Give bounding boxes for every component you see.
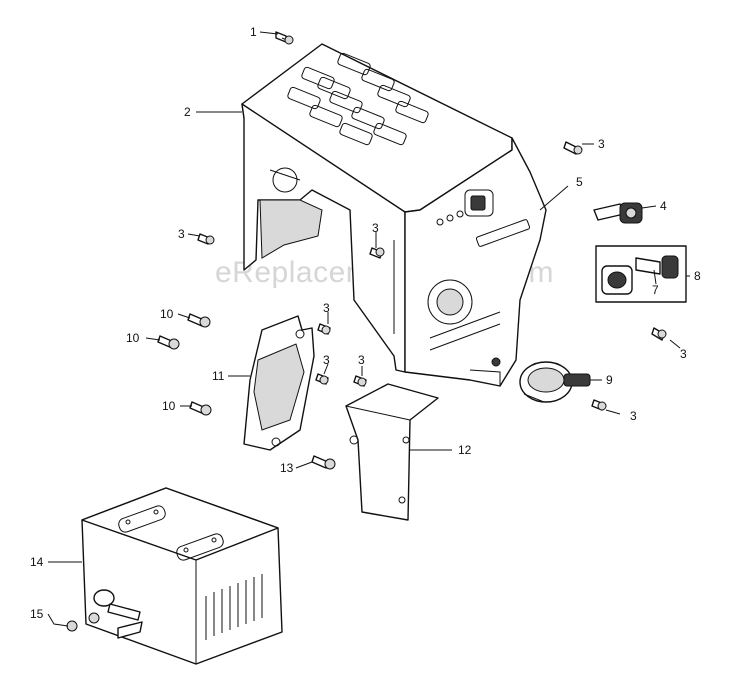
callout-3-left: 3 (178, 227, 185, 241)
callout-3-center: 3 (372, 221, 379, 235)
top-vent-slots (287, 52, 429, 146)
screw-3-center[interactable] (369, 247, 385, 259)
louvered-bracket-part[interactable] (243, 315, 315, 451)
bolt-10-lower[interactable] (189, 401, 212, 416)
outlet-assembly-box[interactable] (595, 245, 687, 303)
nut-15-part[interactable] (66, 612, 100, 632)
callout-3-lower-right: 3 (630, 409, 637, 423)
callout-4: 4 (660, 199, 667, 213)
l-bracket-part[interactable] (345, 383, 439, 521)
screw-3-lower-right[interactable] (591, 399, 607, 411)
callout-7: 7 (652, 283, 659, 297)
leader-lines (47, 31, 690, 627)
bolt-1-part[interactable] (275, 31, 294, 45)
callout-labels: 1 2 3 3 3 3 3 3 3 3 4 5 7 8 9 10 10 10 1… (30, 25, 701, 621)
screw-3-mid-upper[interactable] (317, 323, 331, 335)
callout-3-mid-upper: 3 (323, 301, 330, 315)
callout-10-upper: 10 (160, 307, 174, 321)
screw-3-center-lower[interactable] (353, 375, 367, 387)
screw-3-upper-right[interactable] (563, 141, 583, 155)
screw-3-mid-lower[interactable] (315, 373, 329, 385)
callout-3-upper-right: 3 (598, 137, 605, 151)
callout-10-middle: 10 (126, 331, 140, 345)
housing-cover-part[interactable] (241, 43, 547, 387)
callout-12: 12 (458, 443, 472, 457)
callout-2: 2 (184, 105, 191, 119)
muffler-part[interactable] (81, 487, 283, 665)
control-panel-face (427, 189, 531, 386)
callout-3-right: 3 (680, 347, 687, 361)
bolt-10-upper[interactable] (187, 313, 211, 328)
callout-3-center-lower: 3 (358, 353, 365, 367)
bolt-10-middle[interactable] (157, 335, 180, 350)
callout-5: 5 (576, 175, 583, 189)
screw-3-right[interactable] (651, 327, 667, 341)
knob-part[interactable] (519, 361, 591, 403)
callout-9: 9 (606, 373, 613, 387)
callout-1: 1 (250, 25, 257, 39)
callout-3-mid-lower: 3 (323, 353, 330, 367)
callout-13: 13 (280, 461, 294, 475)
screw-3-left[interactable] (197, 233, 215, 245)
screw-13-part[interactable] (311, 455, 336, 470)
muffler-vent-slots (205, 574, 263, 640)
callout-10-lower: 10 (162, 399, 176, 413)
callout-11: 11 (212, 369, 225, 383)
callout-8: 8 (694, 269, 701, 283)
callout-14: 14 (30, 555, 44, 569)
callout-15: 15 (30, 607, 44, 621)
key-switch-part[interactable] (593, 202, 643, 224)
